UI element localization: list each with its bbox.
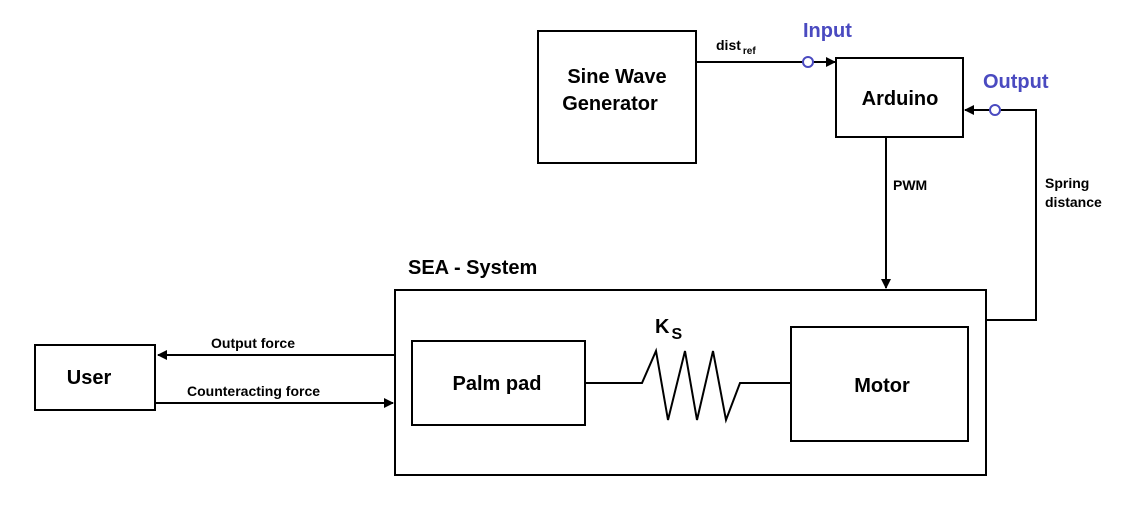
counteracting-force-label: Counteracting force [187, 383, 320, 399]
arduino-label: Arduino [862, 88, 939, 110]
user-block [34, 344, 156, 411]
spring-icon [585, 347, 791, 424]
output-port-label: Output [983, 71, 1049, 93]
spring-constant-sub: S [671, 326, 682, 343]
spring-distance-label-line1: Spring [1045, 175, 1089, 191]
sine-wave-generator-block [537, 30, 697, 164]
sine-wave-label-line2: Generator [562, 93, 658, 115]
input-port-label: Input [803, 20, 852, 42]
dist-ref-main: dist [716, 37, 741, 53]
sea-system-label: SEA - System [408, 257, 537, 279]
palm-pad-label: Palm pad [453, 373, 542, 395]
sine-wave-label-line1: Sine Wave [567, 66, 666, 88]
palm-pad-block [411, 340, 586, 426]
user-label: User [67, 367, 112, 389]
spring-distance-label-line2: distance [1045, 194, 1102, 210]
dist-ref-sub: ref [743, 46, 756, 57]
spring-constant-main: K [655, 316, 670, 338]
input-port-icon [802, 56, 814, 68]
arduino-block [835, 57, 964, 138]
output-force-label: Output force [211, 335, 295, 351]
spring-distance-wire [986, 109, 1037, 321]
motor-label: Motor [854, 375, 910, 397]
output-port-icon [989, 104, 1001, 116]
pwm-label: PWM [893, 177, 927, 193]
